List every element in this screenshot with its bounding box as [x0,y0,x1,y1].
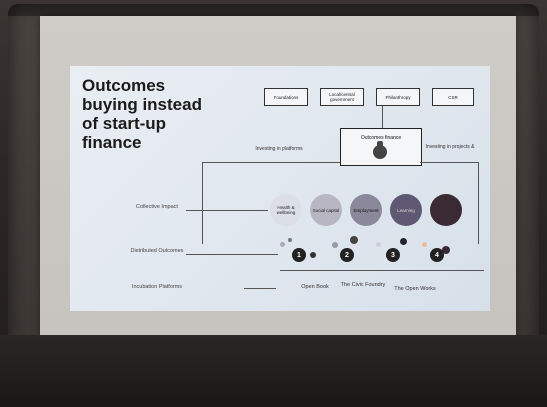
connector-line [280,270,484,271]
decorative-dot [350,236,358,244]
title-line: buying instead [82,95,202,114]
decorative-dot [422,242,427,247]
distributed-number-1: 1 [292,248,306,262]
row-label-distributed: Distributed Outcomes [130,248,184,254]
outcome-circle-other [430,194,462,226]
funder-box-government: Local/central government [320,88,364,106]
outcomes-finance-label: Outcomes finance [360,135,402,141]
platform-civic-foundry: The Civic Foundry [340,282,386,288]
connector-line [186,210,268,211]
investing-platforms-label: Investing in platforms [255,146,303,152]
connector-line [382,106,383,128]
investing-projects-label: Investing in projects & [425,144,475,150]
outcome-circle-learning: Learning [390,194,422,226]
connector-line [202,162,203,244]
platform-open-works: The Open Works [394,286,436,292]
funder-box-csr: CSR [432,88,474,106]
distributed-number-2: 2 [340,248,354,262]
connector-line [420,162,478,163]
outcome-circle-employment: Employment [350,194,382,226]
outcome-circle-social: Social capital [310,194,342,226]
connector-line [478,162,479,244]
title-line: Outcomes [82,76,166,95]
slide-title: Outcomes buying instead of start-up fina… [82,76,242,152]
connector-line [186,254,278,255]
title-line: finance [82,133,142,152]
row-label-collective: Collective Impact [136,204,178,210]
platform-open-book: Open Book [301,284,329,290]
outcome-circle-health: Health & wellbeing [270,194,302,226]
decorative-dot [400,238,407,245]
decorative-dot [288,238,292,242]
funder-box-foundations: Foundations [264,88,308,106]
decorative-dot [332,242,338,248]
distributed-number-3: 3 [386,248,400,262]
connector-line [202,162,340,163]
ceiling-shadow [8,4,539,16]
funder-box-philanthropy: Philanthropy [376,88,420,106]
decorative-dot [442,246,450,254]
audience-area [0,335,547,407]
money-bag-icon [373,141,387,159]
presentation-slide: Outcomes buying instead of start-up fina… [70,66,490,311]
decorative-dot [376,242,381,247]
projector-screen: Outcomes buying instead of start-up fina… [40,16,516,364]
outcomes-finance-box: Outcomes finance [340,128,422,166]
row-label-incubation: Incubation Platforms [131,284,183,290]
connector-line [244,288,276,289]
projection-frame: Outcomes buying instead of start-up fina… [8,4,539,403]
decorative-dot [280,242,285,247]
distributed-number-4: 4 [430,248,444,262]
title-line: of start-up [82,114,167,133]
decorative-dot [310,252,316,258]
